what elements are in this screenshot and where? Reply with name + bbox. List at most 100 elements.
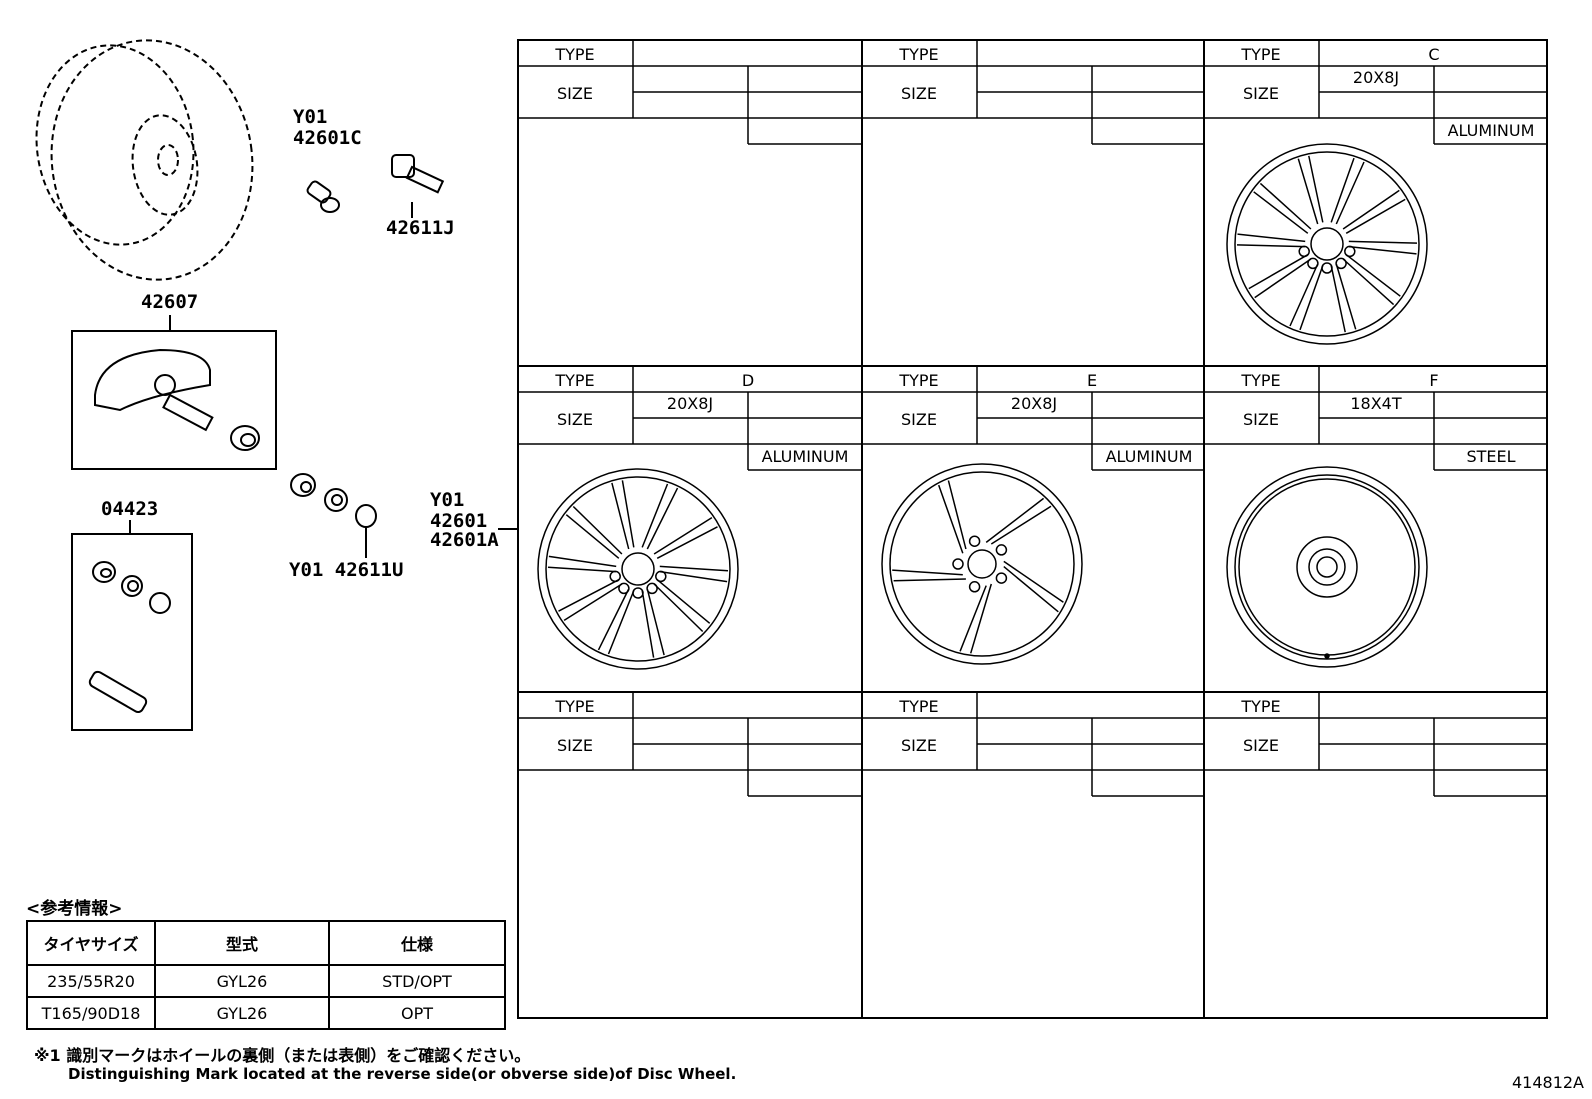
lug-hole [1321,262,1333,274]
valve-part-number: 42611J [386,217,455,239]
size-label: SIZE [901,410,937,429]
type-value: D [741,371,755,390]
spoke [1248,254,1309,290]
spoke [892,569,963,576]
spoke [1335,263,1357,330]
spoke [653,583,704,633]
note-japanese: ※1 識別マークはホイールの裏側（または表側）をご確認ください。 [34,1046,531,1065]
lug-hole [968,581,981,593]
size-label: SIZE [1243,84,1279,103]
wheel-f-icon [1226,466,1428,668]
spoke [1003,566,1059,613]
spoke [659,570,728,583]
type-label: TYPE [1241,697,1281,716]
valve-cap-icon [306,180,340,213]
type-label: TYPE [899,371,939,390]
size-value: 20X8J [1352,68,1400,87]
lug-hole [1298,245,1310,258]
spoke [547,566,617,573]
spoke [1299,265,1324,331]
spoke [937,484,964,554]
diagram-code: 414812A [1511,1073,1584,1092]
wheel-part-number-2: 42601A [430,529,499,551]
size-label: SIZE [1243,736,1279,755]
spoke [959,585,987,652]
tpms-sensor-icon [94,348,260,451]
spoke [893,578,966,582]
type-value: C [1428,45,1440,64]
type-value: F [1429,371,1439,390]
spoke [1348,245,1417,255]
reference-table: タイヤサイズ 型式 仕様 235/55R20 GYL26 STD/OPT T16… [26,920,506,1030]
spoke [1297,158,1319,225]
spoke [1342,189,1400,230]
spoke [563,583,623,622]
spoke [947,480,967,550]
spoke [1253,191,1309,234]
spoke [1335,161,1365,225]
size-label: SIZE [1243,410,1279,429]
type-label: TYPE [899,697,939,716]
type-label: TYPE [555,371,595,390]
table-cell: 235/55R20 [26,964,156,998]
note-english: Distinguishing Mark located at the rever… [68,1065,737,1083]
type-label: TYPE [555,45,595,64]
lug-hole [995,544,1008,556]
spoke [558,579,620,612]
spoke [1345,254,1401,297]
spoke [659,565,729,572]
spoke [548,555,617,568]
size-value: 18X4T [1350,394,1402,413]
lug-hole [632,587,644,599]
size-label: SIZE [557,84,593,103]
sensor-part-number: 42607 [141,291,199,313]
size-label: SIZE [557,410,593,429]
spoke [611,482,630,550]
table-cell: STD/OPT [328,964,506,998]
wheel-part-number-1: 42601 [430,510,488,532]
spoke [607,590,635,655]
type-label: TYPE [1241,45,1281,64]
material-value: ALUMINUM [1447,121,1535,140]
valve-cap-code: Y01 [293,106,328,128]
spoke [969,583,993,654]
type-label: TYPE [1241,371,1281,390]
table-cell: T165/90D18 [26,996,156,1030]
material-value: ALUMINUM [1105,447,1193,466]
spoke [621,480,635,548]
type-label: TYPE [899,45,939,64]
lug-hole [1335,257,1347,270]
spoke [1348,240,1418,244]
nut-set-icon [290,473,377,558]
spoke [641,590,655,658]
lug-hole [618,582,630,595]
spoke [1254,258,1312,299]
lug-hole [1307,257,1319,270]
spoke [656,526,718,559]
valve-stem-icon [391,154,445,218]
size-label: SIZE [901,736,937,755]
lug-hole [1344,245,1356,258]
spoke [1289,263,1319,327]
lug-hole [952,558,964,570]
spoke [1330,265,1346,333]
size-label: SIZE [557,736,593,755]
lug-hole [995,572,1008,584]
header-tire-size: タイヤサイズ [26,920,156,966]
reference-title: <参考情報> [26,899,123,919]
table-cell: OPT [328,996,506,1030]
spoke [1236,244,1306,248]
spoke [646,487,679,550]
spoke [656,579,711,624]
spoke [990,505,1052,545]
material-value: ALUMINUM [761,447,849,466]
spoke [1330,157,1355,223]
spoke [1342,258,1395,306]
wheel-d-icon [537,468,739,670]
seal-kit-icon [88,561,171,714]
kit-box [71,533,193,731]
spoke [597,588,630,651]
sensor-box [71,330,277,470]
